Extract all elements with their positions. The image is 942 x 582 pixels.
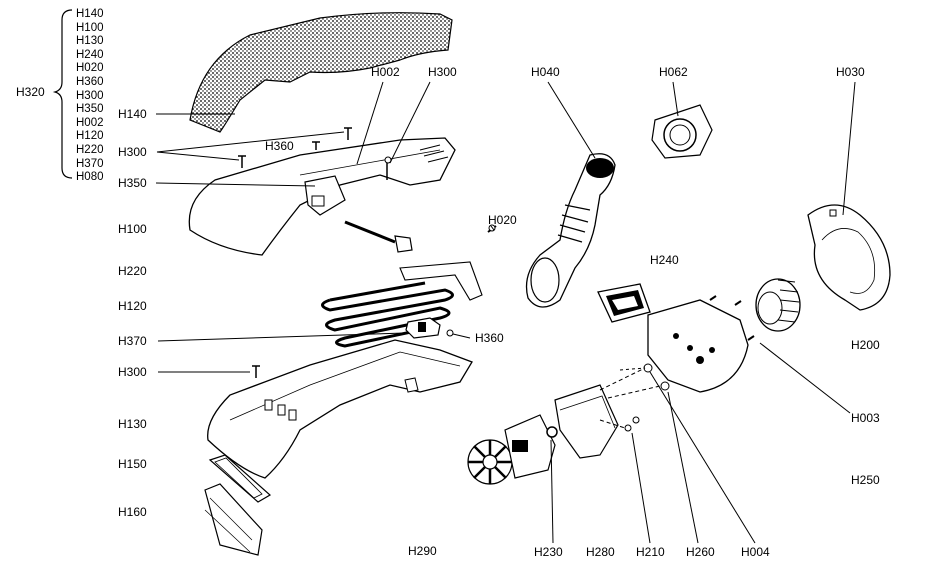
label-h004: H004	[741, 545, 770, 559]
label-h290: H290	[408, 544, 437, 558]
filter-cover-part	[189, 12, 453, 133]
label-h280: H280	[586, 545, 615, 559]
label-h220: H220	[118, 264, 147, 278]
label-h350: H350	[118, 176, 147, 190]
heater-coil-part	[321, 288, 454, 348]
label-h002: H002	[371, 65, 400, 79]
screw-part	[344, 127, 352, 140]
label-h300-right: H300	[428, 65, 457, 79]
label-h120: H120	[118, 299, 147, 313]
group-brace	[52, 9, 73, 179]
label-h140: H140	[118, 107, 147, 121]
blower-cover-part	[807, 204, 891, 311]
lower-duct-part	[207, 339, 473, 479]
label-h130: H130	[118, 417, 147, 431]
label-h320: H320	[16, 85, 45, 99]
screw-part	[238, 155, 246, 168]
label-h250: H250	[851, 473, 880, 487]
group-item: H020	[76, 62, 104, 75]
group-item: H370	[76, 157, 104, 170]
group-item: H120	[76, 130, 104, 143]
label-h230: H230	[534, 545, 563, 559]
label-h300-top: H300	[118, 145, 147, 159]
group-item: H300	[76, 89, 104, 102]
group-item: H220	[76, 143, 104, 156]
label-h100: H100	[118, 222, 147, 236]
group-item: H360	[76, 75, 104, 88]
screw-part	[252, 365, 260, 378]
label-h260: H260	[686, 545, 715, 559]
heater-bracket-part	[399, 261, 483, 301]
screw-part	[312, 141, 320, 150]
label-h003: H003	[851, 411, 880, 425]
label-h062: H062	[659, 65, 688, 79]
group-item: H140	[76, 8, 104, 20]
label-h200: H200	[851, 338, 880, 352]
gasket-part	[208, 454, 272, 503]
group-item: H240	[76, 48, 104, 61]
lint-filter-part	[204, 483, 263, 556]
connector-part	[394, 235, 413, 253]
label-h150: H150	[118, 457, 147, 471]
group-item: H002	[76, 116, 104, 129]
label-h020: H020	[488, 213, 517, 227]
blower-housing-part	[647, 299, 749, 393]
motor-mount-part	[554, 384, 619, 459]
label-h370: H370	[118, 334, 147, 348]
label-h360-mid: H360	[475, 331, 504, 345]
label-h210: H210	[636, 545, 665, 559]
label-h030: H030	[836, 65, 865, 79]
label-h300-left: H300	[118, 365, 147, 379]
group-item: H080	[76, 171, 104, 184]
group-item: H100	[76, 21, 104, 34]
label-h040: H040	[531, 65, 560, 79]
label-h160: H160	[118, 505, 147, 519]
group-item: H350	[76, 103, 104, 116]
motor-fan-part	[467, 414, 558, 485]
label-h360-top: H360	[265, 139, 294, 153]
upper-duct-part	[188, 137, 456, 256]
group-item: H130	[76, 35, 104, 48]
label-h240: H240	[650, 253, 679, 267]
group-list: H140 H100 H130 H240 H020 H360 H300 H350 …	[76, 8, 116, 185]
